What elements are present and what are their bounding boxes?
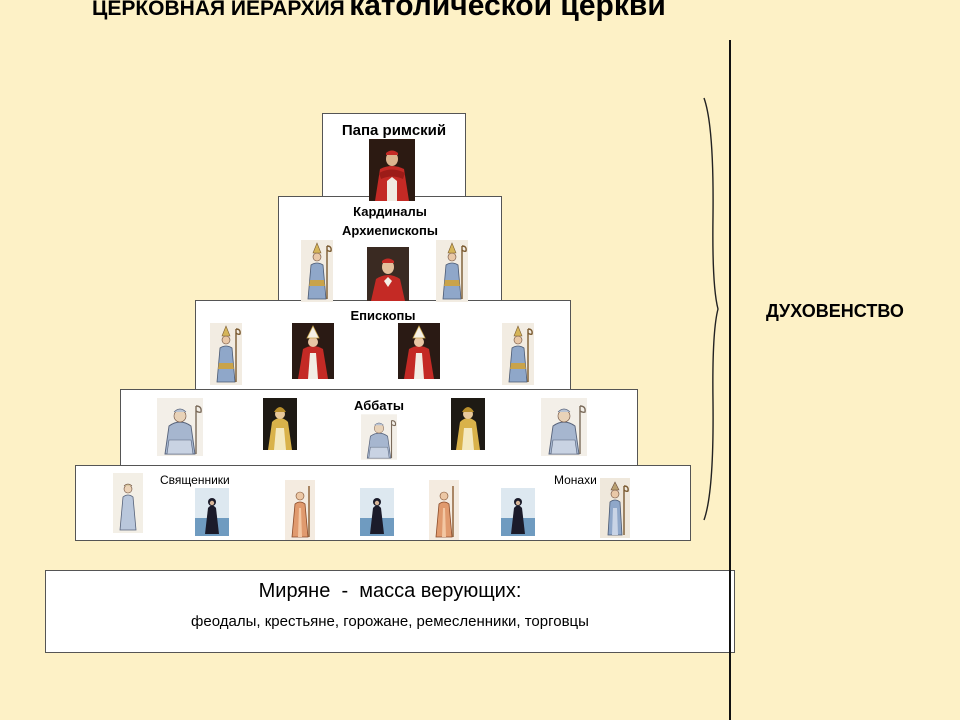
bishop-figure-3-icon	[398, 323, 440, 379]
monks-label: Монахи	[554, 473, 597, 487]
slide-title: ЦЕРКОВНАЯ ИЕРАРХИЯ католической церкви	[92, 0, 892, 31]
monk-figure-1-icon	[195, 488, 229, 536]
bishop-figure-4-icon	[502, 323, 534, 385]
laity-heading: Миряне - масса верующих:	[258, 580, 522, 602]
priest-figure-3-icon	[429, 480, 459, 540]
cardinals-label: Кардиналы	[353, 204, 427, 219]
bishop-figure-2-icon	[292, 323, 334, 379]
monk-figure-3-icon	[501, 488, 535, 536]
bishops-label: Епископы	[350, 308, 416, 323]
pope-label: Папа римский	[341, 122, 447, 139]
pope-figure-icon	[369, 139, 415, 201]
tier-priests-monks: Священники Монахи	[75, 465, 691, 541]
abbots-label: Аббаты	[354, 398, 404, 413]
archbishops-label: Архиепископы	[342, 223, 438, 238]
priest-figure-1-icon	[113, 473, 143, 533]
title-part-1: ЦЕРКОВНАЯ ИЕРАРХИЯ	[92, 0, 345, 20]
laity-box: Миряне - масса верующих: феодалы, кресть…	[45, 570, 735, 653]
laity-groups: феодалы, крестьяне, горожане, ремесленни…	[191, 613, 589, 630]
priest-figure-2-icon	[285, 480, 315, 540]
clergy-brace	[703, 97, 719, 521]
bishop-figure-1-icon	[210, 323, 242, 385]
cardinal-figure-icon	[367, 247, 409, 301]
clergy-label: ДУХОВЕНСТВО	[766, 301, 904, 321]
archbishop-figure-left-icon	[301, 240, 333, 302]
monk-figure-2-icon	[360, 488, 394, 536]
tier-abbots: Аббаты	[120, 389, 638, 467]
title-part-2: католической церкви	[349, 0, 666, 22]
tier-bishops: Епископы	[195, 300, 571, 390]
tier-cardinals: Кардиналы Архиепископы	[278, 196, 502, 302]
priest-figure-4-icon	[600, 478, 630, 538]
priests-label: Священники	[160, 473, 230, 487]
abbot-figure-3-icon	[361, 414, 397, 460]
tier-pope: Папа римский	[322, 113, 466, 197]
archbishop-figure-right-icon	[436, 240, 468, 302]
divider-line	[729, 40, 731, 720]
